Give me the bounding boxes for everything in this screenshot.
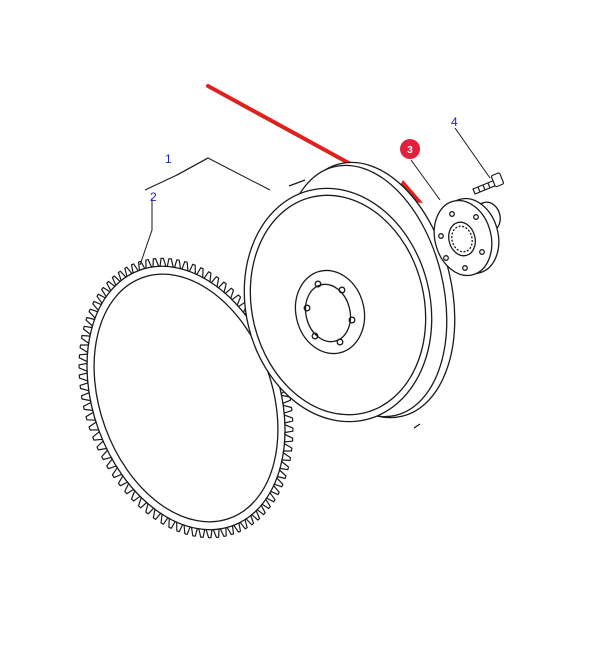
- callout-2-label: 2: [150, 190, 157, 204]
- flywheel: [243, 161, 456, 429]
- bolt: [472, 172, 505, 195]
- callout-3-label: 3: [407, 145, 413, 156]
- callout-labels: 1 2 4 3: [150, 115, 458, 204]
- drive-flange: [433, 197, 501, 277]
- callout-4-label: 4: [451, 115, 458, 129]
- callout-1-label: 1: [165, 152, 172, 166]
- callout-3-badge: 3: [400, 139, 420, 159]
- flywheel-bolt-holes: [303, 280, 356, 346]
- leader-lines: [139, 127, 491, 266]
